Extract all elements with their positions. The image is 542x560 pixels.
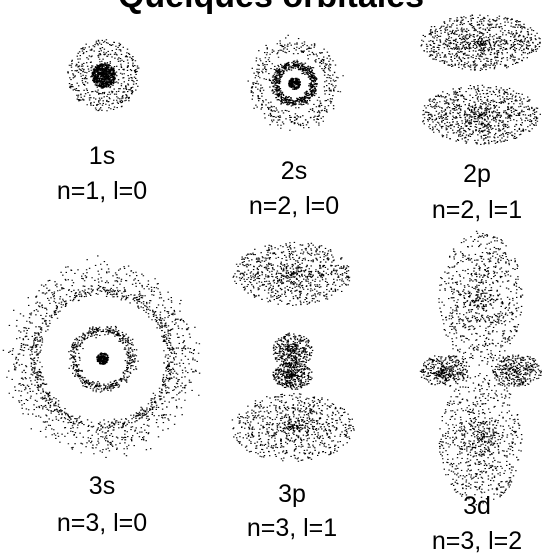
orbital-3d-cloud xyxy=(419,230,542,506)
orbital-2s-cloud xyxy=(247,34,344,131)
orbital-3s-name: 3s xyxy=(88,472,116,500)
orbital-1s-quantum-numbers: n=1, l=0 xyxy=(56,177,148,205)
orbital-3p-name: 3p xyxy=(278,480,306,508)
orbital-3p-cloud xyxy=(231,241,355,462)
orbital-3d-quantum-numbers: n=3, l=2 xyxy=(431,527,523,555)
orbital-2p-cloud xyxy=(420,14,541,145)
orbital-1s-name: 1s xyxy=(88,142,116,170)
orbital-2s-name: 2s xyxy=(280,157,308,185)
orbital-2p-name: 2p xyxy=(463,160,491,188)
orbital-3s-cloud xyxy=(2,255,201,458)
figure-title: Quelques orbitales xyxy=(0,0,542,16)
orbital-3d-name: 3d xyxy=(463,492,491,520)
orbital-3s-quantum-numbers: n=3, l=0 xyxy=(56,509,148,537)
orbital-2s-quantum-numbers: n=2, l=0 xyxy=(248,192,340,220)
orbital-2p-quantum-numbers: n=2, l=1 xyxy=(431,196,523,224)
orbital-3p-quantum-numbers: n=3, l=1 xyxy=(246,514,338,542)
orbital-1s-cloud xyxy=(67,39,140,112)
